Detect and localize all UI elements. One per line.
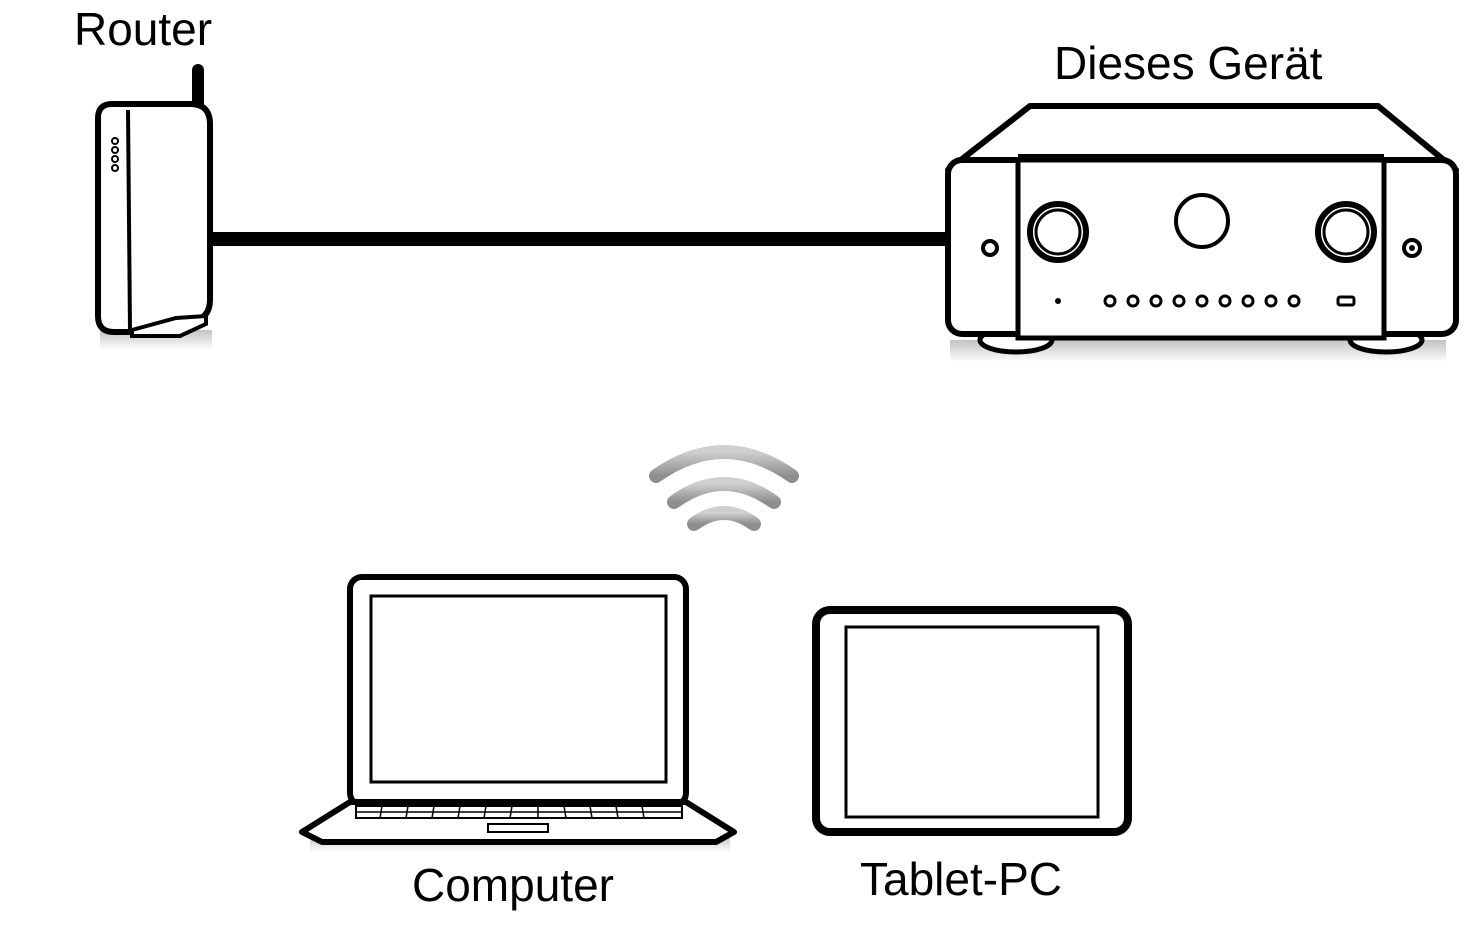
router-label: Router	[74, 3, 213, 55]
router-icon	[95, 64, 213, 350]
tablet-label: Tablet-PC	[860, 853, 1062, 905]
device-label: Dieses Gerät	[1054, 37, 1323, 89]
av-receiver-icon	[945, 103, 1459, 362]
wifi-signal-icon	[649, 445, 799, 531]
tablet-icon	[812, 606, 1132, 836]
computer-label: Computer	[412, 859, 614, 911]
laptop-icon	[299, 574, 737, 852]
